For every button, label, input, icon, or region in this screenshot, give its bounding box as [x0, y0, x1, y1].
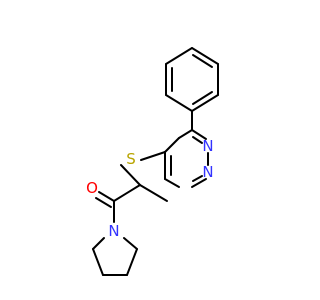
bond [191, 94, 219, 112]
double-bond-inner [192, 136, 203, 144]
atom-sulfur: S [126, 150, 136, 168]
double-bond-inner [192, 175, 203, 182]
pyrimidine-ring [164, 129, 209, 188]
bond [98, 191, 115, 202]
bond [92, 248, 104, 276]
atom-n-ring-bottom: N [202, 163, 213, 181]
bond [178, 129, 193, 139]
atom-label: S [126, 150, 136, 168]
bond [139, 184, 168, 202]
atom-label: N [202, 137, 213, 155]
bond [92, 237, 105, 250]
double-bond-inner [192, 91, 213, 105]
atom-label: N [202, 163, 213, 181]
bond [120, 164, 141, 186]
atom-n-ring-top: N [202, 137, 213, 155]
bond [164, 137, 180, 153]
double-bond-inner [95, 197, 112, 208]
bond [165, 47, 193, 65]
atom-label: O [86, 179, 98, 197]
bond [126, 248, 138, 276]
bond [123, 237, 138, 250]
molecule-structure: N N S O N [86, 47, 219, 276]
bond [140, 151, 166, 161]
bond [191, 47, 219, 65]
pyrrolidine-ring [92, 237, 138, 276]
bond [164, 178, 180, 188]
bond [191, 178, 207, 188]
bond [165, 94, 193, 112]
atom-label: N [108, 222, 119, 240]
phenyl-ring [165, 47, 219, 112]
double-bond-inner [192, 54, 213, 68]
bond [191, 129, 207, 140]
bond [113, 184, 141, 202]
atom-n-pyrrolidine: N [108, 222, 119, 240]
atom-oxygen: O [86, 179, 98, 197]
